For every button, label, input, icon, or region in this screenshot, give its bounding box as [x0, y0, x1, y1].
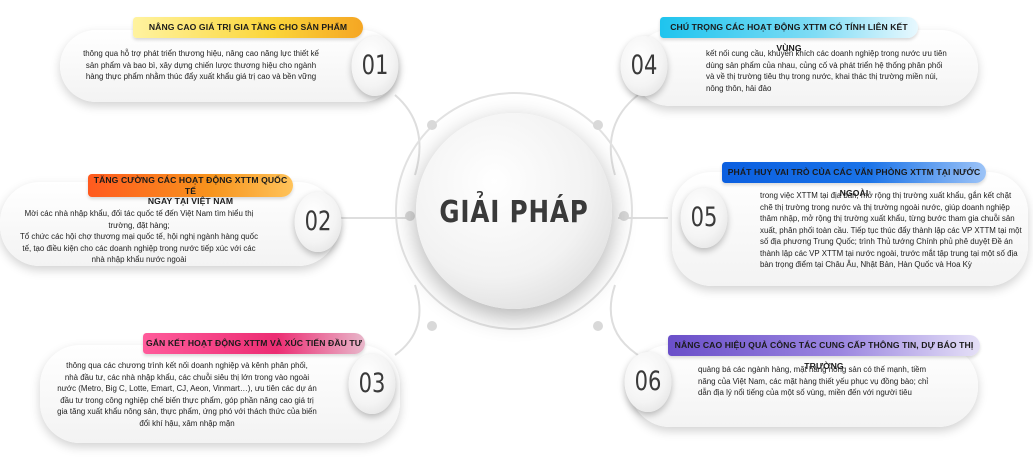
item-05-line: trong việc XTTM tại địa bàn, mở rộng thị…: [760, 191, 1012, 200]
item-04-line: nông thôn, hải đảo: [706, 83, 772, 93]
item-06-text: quảng bá các ngành hàng, mặt hàng nông s…: [698, 364, 976, 399]
item-03-line: đầu tư trong công nghiệp chế biến thực p…: [60, 395, 314, 405]
center-title: GIẢI PHÁP: [439, 195, 589, 230]
item-05-line: số địa phương Trung Quốc; trình Thủ tướn…: [760, 237, 1013, 246]
item-05-line: thành lập các VP XTTM tại nước ngoài, tr…: [760, 248, 1018, 258]
item-05-card: [672, 172, 1028, 286]
item-03-line: nhà đầu tư, các nhà nhập khẩu, các chuỗi…: [64, 372, 310, 382]
item-04-line: kết nối cung cầu, khuyến khích các doanh…: [706, 49, 947, 58]
item-03-line: thông qua các chương trình kết nối doanh…: [66, 361, 308, 370]
item-05-line: chẽ thị trường trong nước và thị trường …: [760, 202, 1010, 212]
item-02-heading: TĂNG CƯỜNG CÁC HOẠT ĐỘNG XTTM QUỐC TẾ NG…: [88, 174, 293, 206]
item-03-number: 03: [348, 354, 396, 414]
item-06-line: quảng bá các ngành hàng, mặt hàng nông s…: [698, 365, 927, 374]
item-01-line: sản phẩm và bao bì, xây dựng chiến lược …: [85, 60, 317, 70]
item-02-line: Tổ chức các hội chợ thương mại quốc tế, …: [19, 232, 259, 241]
item-02-line: Mời các nhà nhập khẩu, đối tác quốc tế đ…: [24, 209, 254, 218]
item-04-number: 04: [620, 36, 668, 96]
item-05-number: 05: [680, 188, 728, 248]
item-06-heading: NÂNG CAO HIỆU QUẢ CÔNG TÁC CUNG CẤP THÔN…: [668, 335, 980, 371]
item-05-line: bàn trọng điểm tại Châu Âu, Nhật Bản, Hà…: [760, 260, 972, 269]
item-02-line: tế, tạo điều kiện cho các doanh nghiệp t…: [22, 243, 256, 253]
item-04-card: [632, 30, 978, 106]
item-03-card: [40, 345, 400, 443]
item-01-number: 01: [351, 36, 399, 96]
item-02-text: Mời các nhà nhập khẩu, đối tác quốc tế đ…: [8, 208, 270, 266]
item-01-card: [60, 30, 398, 102]
item-03-text: thông qua các chương trình kết nối doanh…: [48, 360, 326, 429]
center-circle: GIẢI PHÁP: [416, 113, 612, 309]
item-06-card: [630, 345, 978, 427]
item-03-line: đổi khí hậu, xâm nhập mặn: [139, 418, 235, 428]
item-01-line: thông qua hỗ trợ phát triển thương hiệu,…: [83, 49, 319, 58]
item-05-line: thâm nhập, mở rộng thị trường xuất khẩu,…: [760, 214, 1015, 223]
item-04-line: và về thị trường tiêu thụ trong nước, kh…: [706, 72, 938, 81]
item-01-line: hàng thực phẩm nhằm thúc đẩy xuất khẩu g…: [85, 72, 317, 81]
item-06-line: năng của Việt Nam, các mặt hàng thiết yế…: [698, 376, 929, 386]
item-05-line: xuất, phân phối toàn cầu. Tiếp tục thúc …: [760, 225, 1022, 235]
item-02-line: nhà nhập khẩu nước ngoài: [91, 255, 187, 264]
item-03-line: gia tăng xuất khẩu nông sản, thực phẩm, …: [57, 407, 317, 416]
item-04-text: kết nối cung cầu, khuyến khích các doanh…: [706, 48, 976, 94]
item-02-heading-line: NGAY TẠI VIỆT NAM: [147, 196, 234, 206]
item-04-line: dùng sản phẩm của nhau, củng cố và phát …: [706, 60, 943, 70]
item-02-heading-line: TĂNG CƯỜNG CÁC HOẠT ĐỘNG XTTM QUỐC TẾ: [93, 175, 288, 196]
item-01-heading: NÂNG CAO GIÁ TRỊ GIA TĂNG CHO SẢN PHẨM: [133, 17, 363, 38]
item-01-text: thông qua hỗ trợ phát triển thương hiệu,…: [76, 48, 326, 83]
item-06-number: 06: [624, 352, 672, 412]
item-05-text: trong việc XTTM tại địa bàn, mở rộng thị…: [760, 190, 1028, 271]
item-03-line: nước (Metro, Big C, Lotte, Emart, CJ, Ae…: [57, 384, 317, 393]
item-05-heading: PHÁT HUY VAI TRÒ CỦA CÁC VĂN PHÒNG XTTM …: [722, 162, 986, 198]
item-03-heading: GẮN KẾT HOẠT ĐỘNG XTTM VÀ XÚC TIẾN ĐẦU T…: [143, 333, 365, 354]
item-04-heading: CHÚ TRỌNG CÁC HOẠT ĐỘNG XTTM CÓ TÍNH LIÊ…: [660, 17, 918, 53]
item-02-line: trường, đặt hàng;: [108, 220, 170, 230]
item-02-number: 02: [294, 192, 342, 252]
item-06-line: dẫn địa lý nổi tiếng của một số vùng, mi…: [698, 388, 912, 397]
